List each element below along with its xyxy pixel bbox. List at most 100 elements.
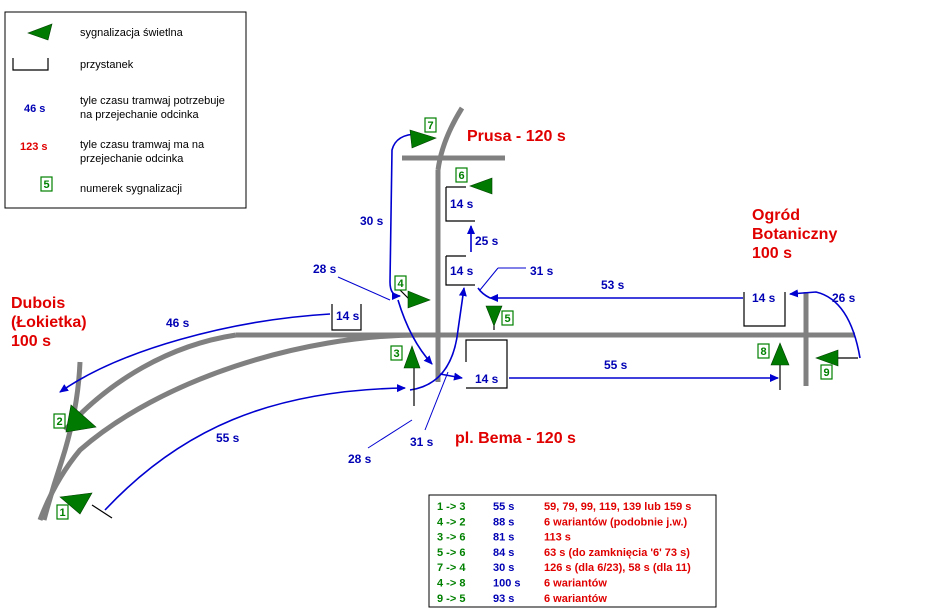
- signal-2-icon: [65, 404, 97, 433]
- junction-ogrod-line3: 100 s: [752, 245, 792, 262]
- signals: 1 2 3 4 5 6 7 8 9: [53, 117, 839, 520]
- junction-dubois-line1: Dubois: [11, 295, 65, 312]
- junction-labels: Prusa - 120 s Ogród Botaniczny 100 s Dub…: [11, 128, 837, 447]
- stop-label-prusa-upper: 14 s: [450, 197, 474, 211]
- table-row: 5 -> 6 84 s 63 s (do zamknięcia '6' 73 s): [437, 547, 690, 559]
- table-cell-time: 81 s: [493, 532, 514, 544]
- signal-6-box: [455, 167, 468, 183]
- table-row: 4 -> 2 88 s 6 wariantów (podobnie j.w.): [437, 516, 688, 528]
- track-dubois: [41, 361, 83, 521]
- legend-time-allowed-line2: przejechanie odcinka: [80, 153, 184, 165]
- signal-7-number: 7: [428, 120, 434, 132]
- table-cell-allowed: 59, 79, 99, 119, 139 lub 159 s: [544, 501, 691, 513]
- signal-9-icon: [815, 349, 839, 367]
- table-cell-route: 4 -> 2: [437, 516, 465, 528]
- segment-label-46s: 46 s: [166, 316, 190, 330]
- table-row: 1 -> 3 55 s 59, 79, 99, 119, 139 lub 159 s: [437, 501, 691, 513]
- table-cell-time: 93 s: [493, 593, 514, 605]
- signal-6-number: 6: [459, 170, 465, 182]
- track-north-curve: [435, 106, 465, 171]
- legend-time-needed-line2: na przejechanie odcinka: [80, 109, 200, 121]
- junction-ogrod-line2: Botaniczny: [752, 226, 837, 243]
- table-cell-allowed: 113 s: [544, 532, 571, 544]
- segment-label-28s-b: 28 s: [348, 452, 372, 466]
- signal-8-icon: [770, 342, 790, 366]
- route-into-bema: [439, 372, 463, 381]
- signal-1-box: [56, 504, 69, 520]
- legend-stop-icon: [12, 58, 49, 71]
- signal-1-icon: [59, 492, 93, 515]
- signal-5-icon: [485, 305, 503, 327]
- stop-bema: [465, 339, 508, 389]
- table-cell-time: 88 s: [493, 516, 514, 528]
- table-row: 9 -> 5 93 s 6 wariantów: [437, 593, 607, 605]
- segment-label-31s-a: 31 s: [530, 264, 554, 278]
- legend-time-allowed-line1: tyle czasu tramwaj ma na: [80, 139, 205, 151]
- legend-signal-icon: [27, 23, 53, 41]
- route-1-to-3: [104, 384, 406, 511]
- legend-signal-number-value: 5: [44, 179, 50, 191]
- table-cell-allowed: 126 s (dla 6/23), 58 s (dla 11): [544, 562, 691, 574]
- table-cell-route: 3 -> 6: [437, 532, 465, 544]
- signal-3-box: [390, 345, 403, 361]
- table-cell-allowed: 6 wariantów: [544, 593, 607, 605]
- route-7-to-4: [389, 133, 419, 300]
- legend: sygnalizacja świetlna przystanek 46 s ty…: [4, 11, 247, 209]
- junction-bema: pl. Bema - 120 s: [455, 430, 576, 447]
- legend-stop-label: przystanek: [80, 59, 134, 71]
- table-cell-route: 9 -> 5: [437, 593, 465, 605]
- signal-3-number: 3: [394, 348, 400, 360]
- signal-2-box: [53, 413, 66, 429]
- table-cell-time: 84 s: [493, 547, 514, 559]
- leader-28s-a: [337, 276, 391, 301]
- segment-label-53s: 53 s: [601, 278, 625, 292]
- legend-time-needed-line1: tyle czasu tramwaj potrzebuje: [80, 95, 225, 107]
- table-cell-allowed: 63 s (do zamknięcia '6' 73 s): [544, 547, 690, 559]
- segment-label-26s: 26 s: [832, 291, 856, 305]
- stop-label-bema: 14 s: [475, 372, 499, 386]
- signal-7-box: [424, 117, 437, 133]
- table-cell-route: 1 -> 3: [437, 501, 465, 513]
- stop-label-ogrod: 14 s: [752, 291, 776, 305]
- signal-3-icon: [403, 345, 421, 369]
- stop-label-west: 14 s: [336, 309, 360, 323]
- table-cell-route: 7 -> 4: [437, 562, 466, 574]
- stop-prusa-lower: [445, 256, 475, 286]
- stops: 14 s 14 s 14 s 14 s 14 s: [331, 186, 786, 389]
- legend-signal-label: sygnalizacja świetlna: [80, 27, 184, 39]
- route-3-to-6: [409, 287, 467, 391]
- junction-dubois-line3: 100 s: [11, 333, 51, 350]
- junction-prusa: Prusa - 120 s: [467, 128, 566, 145]
- tracks: [37, 106, 855, 521]
- segment-label-31s-b: 31 s: [410, 435, 434, 449]
- stop-west: [331, 304, 362, 331]
- table-cell-allowed: 6 wariantów (podobnie j.w.): [544, 516, 688, 528]
- legend-signal-number-box: [40, 176, 53, 192]
- signal-5-number: 5: [505, 313, 511, 325]
- signal-9-number: 9: [824, 367, 830, 379]
- signal-4-number: 4: [398, 278, 405, 290]
- table-cell-route: 5 -> 6: [437, 547, 465, 559]
- segment-label-30s: 30 s: [360, 214, 384, 228]
- legend-time-needed-value: 46 s: [24, 103, 45, 115]
- stop-ogrod: [743, 292, 786, 327]
- legend-box: [4, 11, 247, 209]
- signal-4-box: [394, 275, 407, 291]
- stop-label-prusa-lower: 14 s: [450, 264, 474, 278]
- segment-labels: 30 s 25 s 28 s 31 s 53 s 26 s 46 s 55 s …: [166, 214, 856, 466]
- signal-7-icon: [409, 129, 437, 149]
- table-cell-time: 100 s: [493, 578, 521, 590]
- signal-4-icon: [407, 290, 431, 309]
- segment-label-55s-a: 55 s: [216, 431, 240, 445]
- signal-9-box: [820, 364, 833, 380]
- summary-table: 1 -> 3 55 s 59, 79, 99, 119, 139 lub 159 s…: [428, 494, 717, 608]
- signal-8-number: 8: [761, 346, 767, 358]
- table-row: 3 -> 6 81 s 113 s: [437, 532, 571, 544]
- route-28s-a: [397, 299, 433, 365]
- leader-31s-b: [424, 371, 449, 431]
- table-cell-time: 55 s: [493, 501, 514, 513]
- table-cell-route: 4 -> 8: [437, 578, 465, 590]
